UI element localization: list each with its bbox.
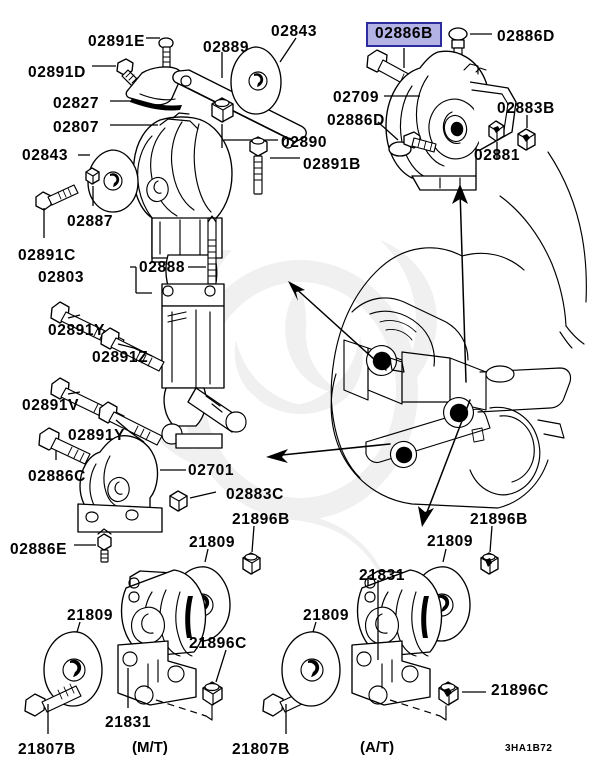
part-number-label-02883B[interactable]: 02883B [497, 100, 555, 117]
part-02886C-bolt [38, 427, 91, 465]
leader-21809-b [76, 621, 81, 633]
part-number-label-21807B[interactable]: 21807B [232, 741, 290, 758]
leader-21896B-right [489, 525, 493, 553]
part-number-label-02807[interactable]: 02807 [53, 119, 100, 136]
part-number-label-02889[interactable]: 02889 [203, 39, 250, 56]
part-02883C-nut [169, 490, 188, 512]
part-number-label-02886C[interactable]: 02886C [28, 468, 86, 485]
part-02701-mount [77, 435, 163, 533]
part-number-label-02803[interactable]: 02803 [38, 269, 85, 286]
part-21831-mt-mount [117, 569, 207, 706]
part-number-label-21809[interactable]: 21809 [427, 533, 474, 550]
part-02883B-nut [517, 128, 536, 151]
part-number-label-21896C[interactable]: 21896C [491, 682, 549, 699]
assembly-tick-mt [205, 705, 213, 721]
leader-02891Y-upper [67, 314, 81, 319]
leader-21809-c [442, 548, 447, 563]
part-02843-upper-grommet [230, 46, 282, 115]
part-number-label-02891C[interactable]: 02891C [18, 247, 76, 264]
callout-arrows [266, 184, 471, 527]
part-number-label-21809[interactable]: 21809 [67, 607, 114, 624]
leader-02886D-lower [377, 121, 399, 141]
leader-21809-d [312, 621, 317, 633]
assembly-dash-mt [155, 699, 207, 717]
part-21896B-nut-left [242, 552, 261, 575]
part-02886E-stud [97, 528, 112, 563]
part-number-label-02886D[interactable]: 02886D [327, 112, 385, 129]
leader-21896B-left [251, 525, 255, 553]
part-02888-stud [207, 215, 217, 285]
part-21896B-nut-right [480, 552, 499, 575]
part-02843-left-grommet [87, 149, 139, 213]
part-02887-nut [85, 167, 100, 185]
part-02881-nut [488, 120, 505, 142]
part-number-label-21896B[interactable]: 21896B [232, 511, 290, 528]
part-number-label-21831[interactable]: 21831 [359, 567, 406, 584]
part-number-label-02891E[interactable]: 02891E [88, 33, 146, 50]
part-21807B-bolt-left [24, 683, 82, 717]
part-number-label-21809[interactable]: 21809 [189, 534, 236, 551]
assembly-tick-at [439, 705, 447, 721]
part-number-label-21807B[interactable]: 21807B [18, 741, 76, 758]
part-number-label-02891V[interactable]: 02891V [22, 397, 80, 414]
part-number-label-02883C[interactable]: 02883C [226, 486, 284, 503]
part-02807-mount-bracket [132, 112, 233, 296]
part-number-label-02886E[interactable]: 02886E [10, 541, 68, 558]
part-02827-plate [125, 66, 182, 111]
part-21896C-nut-mt [202, 681, 223, 706]
part-21896C-nut-at [438, 681, 459, 706]
part-number-label-02891Y[interactable]: 02891Y [48, 322, 106, 339]
part-number-label-02891Y[interactable]: 02891Y [68, 427, 126, 444]
part-21809-grommet-d [281, 631, 341, 707]
part-number-label-21809[interactable]: 21809 [303, 607, 350, 624]
part-number-label-21896B[interactable]: 21896B [470, 511, 528, 528]
part-number-label-02709[interactable]: 02709 [333, 89, 380, 106]
part-02886D-bolt-lower [388, 131, 437, 157]
part-number-label-02890[interactable]: 02890 [281, 134, 328, 151]
part-number-label-02886D[interactable]: 02886D [497, 28, 555, 45]
part-number-label-02887[interactable]: 02887 [67, 213, 114, 230]
part-02891E-bolt [158, 37, 174, 70]
part-number-label-02701[interactable]: 02701 [188, 462, 235, 479]
variant-label-automatic-transmission: (A/T) [360, 739, 395, 756]
leader-02843-upper [279, 37, 297, 63]
leader-02891Z [117, 343, 153, 357]
part-number-label-02827[interactable]: 02827 [53, 95, 100, 112]
leader-21809-a [204, 548, 209, 563]
part-02890-nut [211, 97, 234, 123]
leader-21896C-mt [215, 649, 227, 683]
part-02891C-bolt [35, 184, 79, 211]
part-02891Y-bolt-lower [98, 401, 163, 446]
part-21809-grommet-b [43, 631, 103, 707]
part-number-label-21831[interactable]: 21831 [105, 714, 152, 731]
leader-02891V [67, 391, 81, 395]
background-watermark [150, 240, 437, 630]
part-21831-at-mount [351, 569, 443, 706]
leader-02883C [189, 491, 217, 499]
part-02803-bracket [161, 283, 247, 449]
part-number-label-02843[interactable]: 02843 [22, 147, 69, 164]
diagram-code: 3HA1B72 [505, 743, 553, 754]
leader-02891Y-lower [115, 419, 145, 443]
part-02891Z-bolt [100, 327, 165, 372]
part-number-label-02891B[interactable]: 02891B [303, 156, 361, 173]
leader-02803-bracket [130, 266, 152, 294]
highlighted-part-number-02886B[interactable]: 02886B [366, 22, 442, 48]
leader-02890 [221, 124, 278, 148]
part-number-label-02843[interactable]: 02843 [271, 23, 318, 40]
part-number-label-02891D[interactable]: 02891D [28, 64, 86, 81]
part-number-label-02888[interactable]: 02888 [139, 259, 186, 276]
variant-label-manual-transmission: (M/T) [132, 739, 168, 756]
part-number-label-02881[interactable]: 02881 [474, 147, 521, 164]
part-02891B-bolt [249, 136, 268, 195]
part-number-label-21896C[interactable]: 21896C [189, 635, 247, 652]
assembly-dash-at [389, 699, 441, 717]
part-number-label-02891Z[interactable]: 02891Z [92, 349, 149, 366]
